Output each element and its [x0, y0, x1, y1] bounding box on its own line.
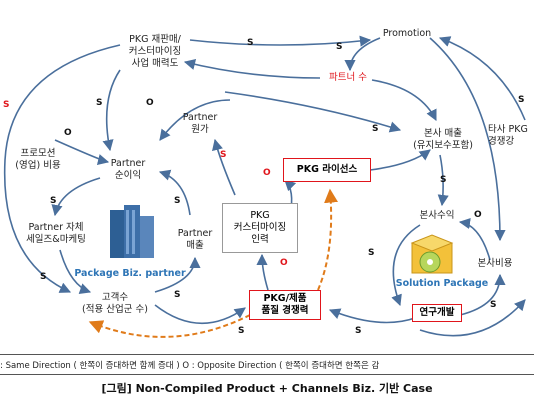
mark-s: S [220, 150, 227, 160]
solution-package-icon [410, 234, 454, 274]
arrow-revenue-profit [158, 169, 191, 216]
arrow-bottom-right [419, 299, 526, 337]
mark-o: O [263, 168, 271, 178]
arrow-custom-fee [212, 138, 236, 196]
arrow-partnercount-reseller [183, 58, 321, 79]
arrow-quality-custom [256, 253, 269, 291]
arrow-reseller-profit [102, 69, 121, 152]
mark-s: S [247, 38, 254, 48]
node-promo-cost: 프로모션 (영업) 비용 [15, 148, 61, 171]
node-hq-cost: 본사비용 [477, 258, 513, 269]
node-other-pkg: 타사 PKG 경쟁강 [488, 124, 528, 147]
mark-s: S [490, 300, 497, 310]
arrow-hqsales-profit [437, 154, 449, 207]
node-rnd: 연구개발 [412, 304, 462, 322]
node-reseller: PKG 재판매/ 커스터마이징 사업 매력도 [128, 34, 182, 69]
node-pkg-custom: PKG 커스터마이징 인력 [222, 203, 298, 253]
mark-s: S [174, 290, 181, 300]
node-pkg-license: PKG 라이선스 [283, 158, 371, 182]
node-package-biz: Package Biz. partner [74, 268, 186, 279]
node-partner-revenue: Partner 매출 [177, 228, 213, 251]
arrow-profit-rnd [391, 224, 421, 307]
node-promotion: Promotion [382, 28, 432, 39]
node-customers: 고객수 (적용 산업군 수) [82, 292, 148, 315]
mark-s: S [238, 326, 245, 336]
mark-o: O [146, 98, 154, 108]
arrow-fee-hqsales [224, 91, 402, 133]
dashed-quality-license [317, 188, 339, 291]
mark-s: S [50, 196, 57, 206]
arrow-promotion-hqcost [429, 37, 506, 242]
arrow-rnd-quality [328, 308, 416, 324]
node-hq-profit: 본사수익 [419, 210, 455, 221]
arrow-reseller-promotion [189, 35, 372, 47]
arrow-otherpkg-promotion [438, 36, 526, 121]
legend-divider-top [0, 354, 534, 355]
arrow-rnd-cost [459, 273, 506, 316]
arrow-profit-salesmkt [51, 177, 101, 217]
figure-caption: [그림] Non-Compiled Product + Channels Biz… [101, 382, 433, 395]
mark-s: S [96, 98, 103, 108]
mark-s: S [174, 196, 181, 206]
node-partner-count: 파트너 수 [329, 72, 367, 83]
mark-s: S [336, 42, 343, 52]
arrow-customers-loop [154, 304, 246, 325]
building-icon [110, 205, 154, 258]
mark-s: S [372, 124, 379, 134]
legend-divider-bottom [0, 374, 534, 375]
mark-o: O [280, 258, 288, 268]
arrow-license-hqsales [369, 149, 431, 171]
mark-o: O [474, 210, 482, 220]
mark-o: O [64, 128, 72, 138]
mark-s: S [40, 272, 47, 282]
mark-s: S [440, 175, 447, 185]
node-partner-sales-mkt: Partner 자체 세일즈&마케팅 [26, 222, 86, 245]
arrow-left-loop [3, 44, 121, 293]
mark-s: S [3, 100, 10, 110]
arrow-fee-profit [159, 99, 231, 141]
mark-s: S [355, 326, 362, 336]
node-hq-sales: 본사 매출 (유지보수포함) [413, 128, 473, 151]
dashed-quality-customers [88, 314, 251, 338]
legend: : Same Direction ( 한쪽이 증대하면 함께 증대 ) O : … [0, 361, 380, 371]
arrow-cost-profit [458, 217, 491, 261]
node-pkg-quality: PKG/제품 품질 경쟁력 [249, 290, 321, 320]
mark-s: S [368, 248, 375, 258]
arrow-customers-revenue [154, 256, 201, 293]
arrow-promotion-partnercount [344, 37, 381, 72]
node-partner-fee: Partner 원가 [182, 112, 218, 135]
arrow-promocost-profit [54, 139, 110, 165]
arrow-partnercount-hqsales [371, 79, 437, 122]
arrow-salesmkt-customers [59, 249, 92, 294]
mark-s: S [518, 95, 525, 105]
node-partner-profit: Partner 순이익 [110, 158, 146, 181]
node-solution-package: Solution Package [395, 278, 489, 289]
